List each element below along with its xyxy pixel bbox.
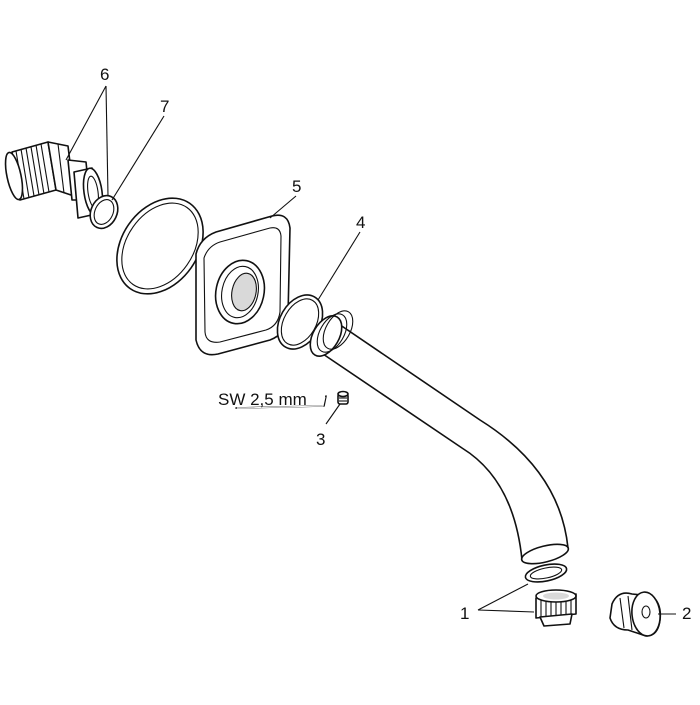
part-2-aerator-key [609, 591, 662, 637]
part-1-aerator [535, 589, 577, 627]
callout-6: 6 [100, 65, 109, 84]
aerator-seal-ring [524, 563, 568, 583]
leader-lines [65, 85, 676, 615]
callout-1: 1 [460, 604, 469, 623]
callout-2: 2 [682, 604, 691, 623]
callout-4: 4 [356, 213, 365, 232]
tool-size-label: SW 2,5 mm [218, 390, 307, 409]
part-3-grub-screw [337, 390, 349, 405]
callout-7: 7 [160, 97, 169, 116]
spout-pipe [309, 310, 570, 565]
large-gasket-ring [116, 197, 204, 295]
callout-5: 5 [292, 177, 301, 196]
callout-3: 3 [316, 430, 325, 449]
part-6-threaded-connector [4, 141, 104, 219]
part-7-small-o-ring [89, 194, 119, 230]
part-5-wall-rosette [195, 214, 291, 356]
allen-key-tool [235, 395, 327, 409]
